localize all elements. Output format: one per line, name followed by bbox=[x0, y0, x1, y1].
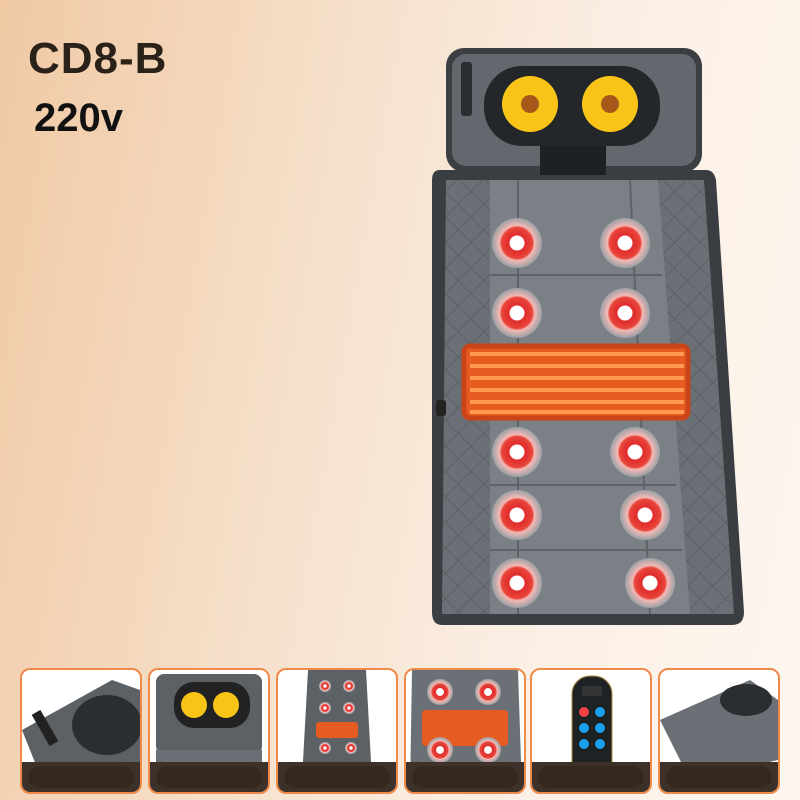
massage-node bbox=[492, 427, 542, 477]
voltage-label: 220v bbox=[34, 96, 123, 140]
massage-node bbox=[625, 558, 675, 608]
massage-node bbox=[492, 490, 542, 540]
thumbnail-remote-control[interactable] bbox=[530, 668, 652, 794]
model-name: CD8-B bbox=[28, 34, 168, 83]
massage-node bbox=[492, 288, 542, 338]
thumbnail-angled-mat[interactable] bbox=[658, 668, 780, 794]
thumbnail-full-mat[interactable] bbox=[276, 668, 398, 794]
thumbnail-control-panel[interactable] bbox=[20, 668, 142, 794]
thumbnail-head-massager[interactable] bbox=[148, 668, 270, 794]
massage-node bbox=[492, 218, 542, 268]
cable-connector bbox=[436, 400, 446, 416]
massage-node bbox=[492, 558, 542, 608]
control-buttons bbox=[461, 62, 472, 116]
massage-node bbox=[600, 218, 650, 268]
head-massage-nodes bbox=[502, 76, 638, 132]
heating-pad bbox=[461, 343, 691, 421]
thumbnail-heating-pad[interactable] bbox=[404, 668, 526, 794]
massage-nodes bbox=[492, 218, 675, 608]
massage-node bbox=[610, 427, 660, 477]
massage-node bbox=[620, 490, 670, 540]
massage-node bbox=[600, 288, 650, 338]
